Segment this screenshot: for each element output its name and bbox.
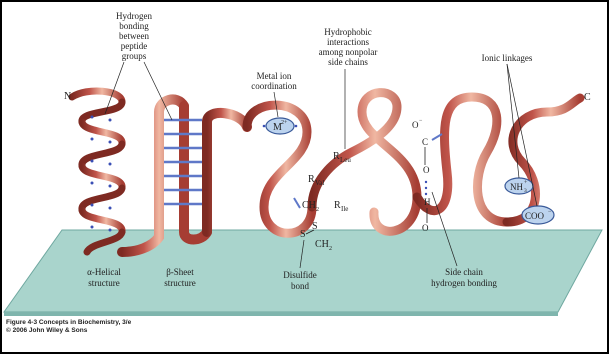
- svg-text:O: O: [422, 223, 429, 233]
- svg-text:O: O: [423, 165, 430, 175]
- svg-text:3: 3: [524, 188, 527, 194]
- svg-text:interactions: interactions: [327, 37, 369, 47]
- c-terminus-label: C: [584, 92, 591, 103]
- svg-text:side chains: side chains: [328, 57, 368, 67]
- svg-text:2+: 2+: [281, 120, 288, 126]
- svg-text:between: between: [119, 31, 149, 41]
- svg-text:R: R: [308, 174, 315, 185]
- alpha-helix: [72, 91, 122, 252]
- middle-ribbon-loops: [247, 93, 417, 234]
- svg-text:−: −: [419, 118, 423, 124]
- svg-text:O: O: [412, 120, 419, 130]
- svg-text:2: 2: [329, 246, 332, 252]
- right-ribbon-loops: [417, 97, 580, 222]
- svg-text:R: R: [333, 151, 340, 162]
- svg-text:Metal ion: Metal ion: [257, 71, 292, 81]
- base-plane-front-edge: [4, 312, 558, 316]
- svg-text:among nonpolar: among nonpolar: [319, 47, 378, 57]
- carboxylate-ion: COO −: [522, 206, 554, 224]
- svg-text:bonding: bonding: [119, 21, 149, 31]
- svg-text:H: H: [424, 197, 431, 207]
- svg-text:S: S: [300, 229, 306, 240]
- svg-text:structure: structure: [88, 278, 120, 288]
- svg-text:Ile: Ile: [341, 205, 348, 213]
- svg-text:structure: structure: [164, 278, 196, 288]
- svg-text:hydrogen bonding: hydrogen bonding: [431, 278, 497, 288]
- svg-text:Hydrogen: Hydrogen: [116, 11, 152, 21]
- n-terminus-label: N: [64, 91, 71, 102]
- svg-text:COO: COO: [525, 211, 545, 221]
- label-beta-sheet: β-Sheet structure: [164, 267, 196, 288]
- label-alpha-helix: α-Helical structure: [87, 267, 121, 288]
- svg-text:Disulfide: Disulfide: [283, 270, 317, 280]
- ammonium-ion: NH 3 +: [505, 178, 533, 194]
- metal-ion: M 2+: [263, 118, 298, 134]
- svg-text:2: 2: [316, 207, 319, 213]
- caption-line-2: © 2006 John Wiley & Sons: [6, 327, 131, 335]
- svg-text:CH: CH: [302, 200, 316, 211]
- svg-text:β-Sheet: β-Sheet: [166, 267, 194, 277]
- svg-text:α-Helical: α-Helical: [87, 267, 121, 277]
- svg-text:NH: NH: [510, 182, 523, 192]
- svg-text:peptide: peptide: [121, 41, 148, 51]
- svg-text:Val: Val: [315, 179, 324, 187]
- figure-caption: Figure 4-3 Concepts in Biochemistry, 3/e…: [6, 319, 131, 335]
- svg-text:Side chain: Side chain: [445, 267, 483, 277]
- svg-text:R: R: [334, 200, 341, 211]
- svg-text:Hydrophobic: Hydrophobic: [324, 27, 372, 37]
- caption-line-1: Figure 4-3 Concepts in Biochemistry, 3/e: [6, 319, 131, 327]
- svg-text:bond: bond: [291, 281, 310, 291]
- svg-text:CH: CH: [315, 239, 329, 250]
- svg-text:groups: groups: [122, 51, 147, 61]
- svg-text:coordination: coordination: [251, 81, 297, 91]
- svg-text:Leu: Leu: [340, 156, 351, 164]
- svg-text:C: C: [422, 137, 428, 147]
- svg-text:Ionic linkages: Ionic linkages: [482, 53, 533, 63]
